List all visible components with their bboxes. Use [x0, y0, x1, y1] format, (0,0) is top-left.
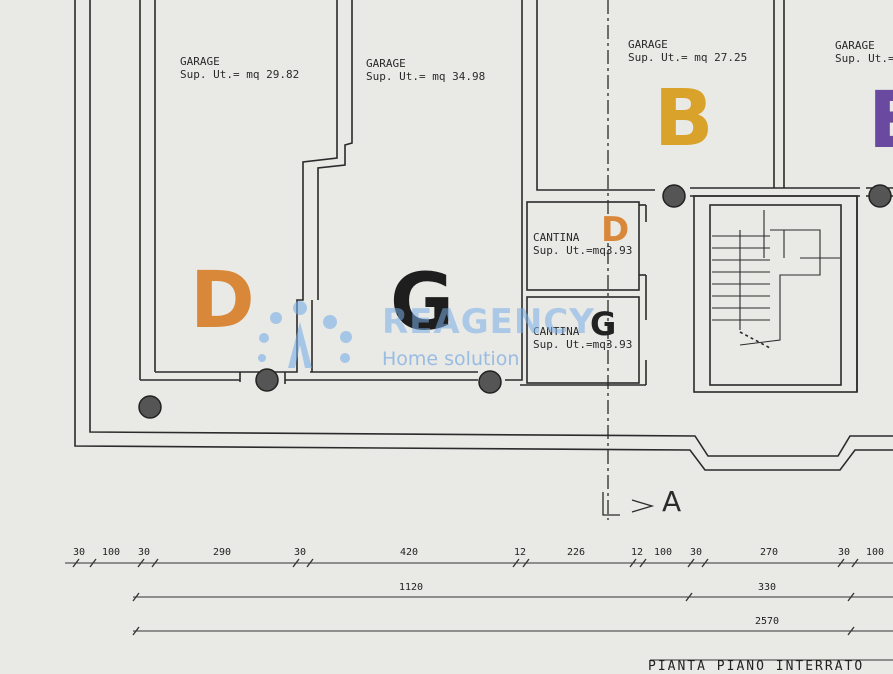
room-area: Sup. Ut.=mq3.93	[533, 338, 633, 351]
cantina-d-outline	[526, 201, 640, 291]
dim-label: 100	[654, 547, 673, 558]
outer-wall-inner	[89, 0, 893, 457]
column-4	[662, 184, 686, 208]
room-area: Sup. Ut.= mq 34.98	[366, 70, 486, 83]
dim-label: 270	[760, 547, 779, 558]
central-wall-right	[536, 0, 655, 191]
room-area: Sup. Ut.= mq 27.25	[628, 51, 748, 64]
room-type: GARAGE	[366, 57, 406, 70]
column-1	[138, 395, 162, 419]
stair-well-outer	[693, 195, 858, 393]
room-type: GARAGE	[628, 38, 668, 51]
dim-label: 30	[138, 547, 151, 558]
dim-label: 12	[631, 547, 644, 558]
cantina-g-outline	[526, 296, 640, 384]
dim-label: 30	[690, 547, 703, 558]
room-area: Sup. Ut.= mq 29.82	[180, 68, 300, 81]
plan-title: PIANTA PIANO INTERRATO	[648, 659, 865, 674]
central-wall-left	[505, 0, 523, 381]
garage-d-right-wall	[240, 0, 338, 373]
people-dots-logo-icon	[258, 301, 352, 368]
room-area: Sup. Ut.= mq	[835, 52, 893, 65]
dimension-ticks	[72, 558, 859, 636]
stair-treads	[712, 210, 840, 346]
room-label-garage-d: GARAGE Sup. Ut.= mq 29.82	[180, 55, 299, 81]
column-3	[478, 370, 502, 394]
unit-letter-d: D	[190, 256, 255, 346]
room-label-cantina-g: CANTINA Sup. Ut.=mq3.93	[533, 325, 632, 351]
dim-label: 30	[838, 547, 851, 558]
dim-label: 330	[758, 582, 777, 593]
column-markers	[138, 184, 892, 419]
dim-label: 12	[514, 547, 527, 558]
dim-label: 420	[400, 547, 419, 558]
room-area: Sup. Ut.=mq3.93	[533, 244, 633, 257]
room-type: CANTINA	[533, 325, 580, 338]
watermark-subtitle: Home solution	[382, 348, 520, 370]
dim-label: 2570	[755, 616, 780, 627]
column-2	[255, 368, 279, 392]
dim-label: 290	[213, 547, 232, 558]
outer-wall-outer	[74, 0, 893, 471]
dim-label: 100	[866, 547, 885, 558]
watermark-title: REAGENCY	[382, 302, 595, 342]
stair-well-inner	[709, 204, 842, 386]
dim-label: 1120	[399, 582, 424, 593]
column-5	[868, 184, 892, 208]
dim-label: 100	[102, 547, 121, 558]
dim-label: 226	[567, 547, 586, 558]
room-label-garage-e: GARAGE Sup. Ut.= mq	[835, 39, 893, 65]
room-type: CANTINA	[533, 231, 580, 244]
dimension-lines	[65, 562, 893, 661]
unit-letter-cantina-g: G	[590, 305, 617, 343]
room-type: GARAGE	[835, 39, 875, 52]
unit-letter-g: G	[390, 258, 455, 348]
section-arrow	[602, 492, 655, 516]
room-label-garage-g: GARAGE Sup. Ut.= mq 34.98	[366, 57, 485, 83]
dim-label: 30	[73, 547, 86, 558]
unit-letter-cantina-d: D	[601, 210, 630, 250]
garage-d-right-wall-inner	[317, 0, 353, 300]
room-label-cantina-d: CANTINA Sup. Ut.=mq3.93	[533, 231, 632, 257]
unit-letter-b: B	[654, 74, 714, 164]
dim-label: 30	[294, 547, 307, 558]
room-type: GARAGE	[180, 55, 220, 68]
section-marker-label: A	[662, 485, 682, 518]
unit-letter-e: E	[868, 82, 893, 160]
room-label-garage-b: GARAGE Sup. Ut.= mq 27.25	[628, 38, 747, 64]
